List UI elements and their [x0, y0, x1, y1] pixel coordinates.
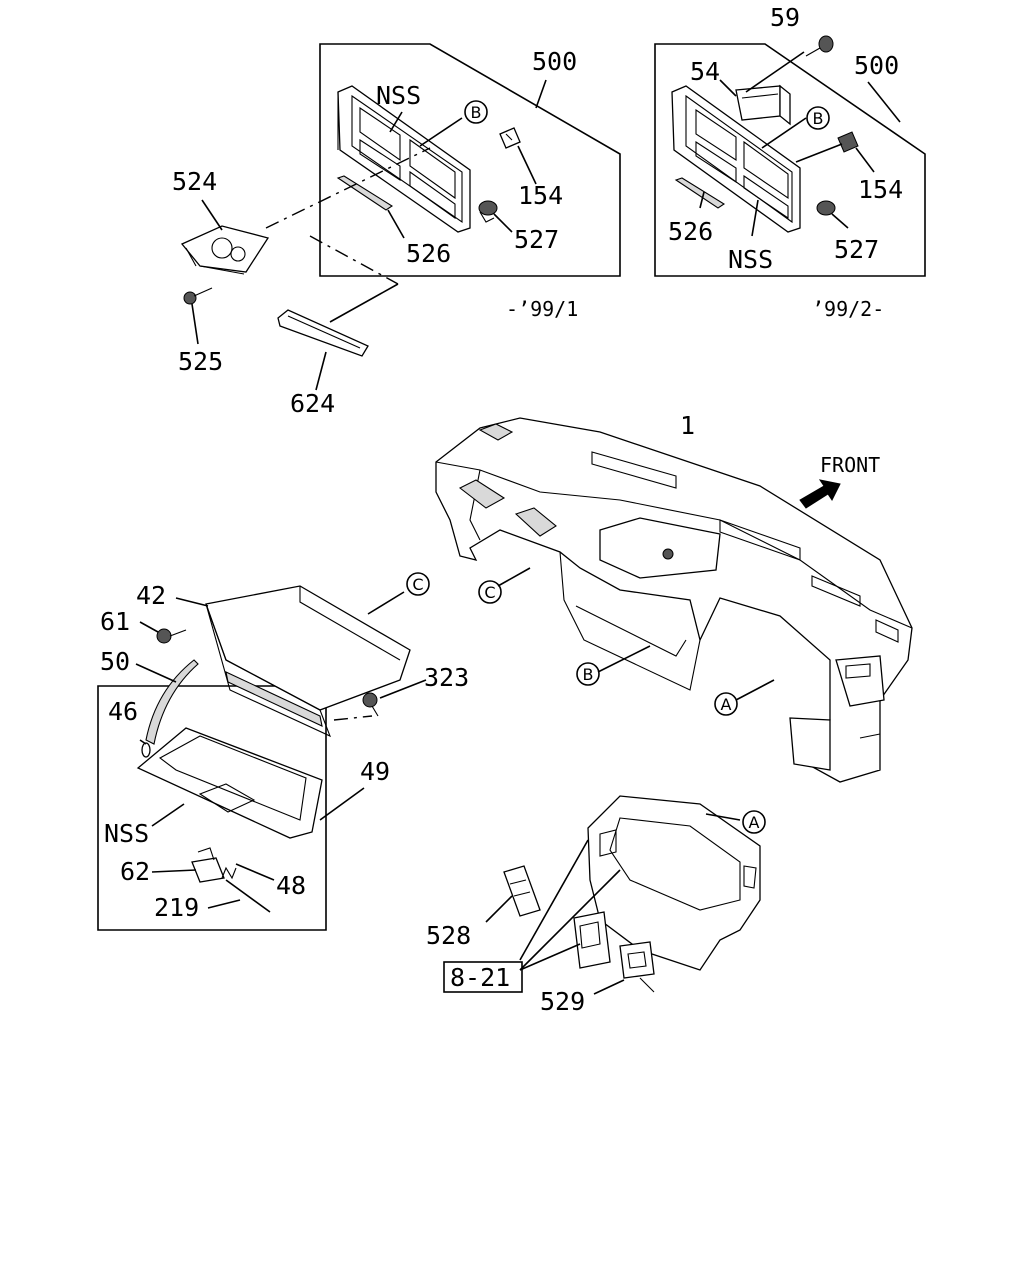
leader-lines-cluster [485, 813, 741, 995]
callout-528: 528 [426, 921, 471, 950]
lock-62 [191, 847, 225, 883]
callout-nss-left: NSS [376, 81, 421, 110]
bezel-54 [735, 84, 791, 126]
callout-529: 529 [540, 987, 585, 1016]
callout-624: 624 [290, 389, 335, 418]
callout-nss-glovebox: NSS [104, 819, 149, 848]
callout-323: 323 [424, 663, 469, 692]
callout-525: 525 [178, 347, 223, 376]
switch-528 [503, 865, 541, 917]
inset-right-frame [654, 43, 926, 277]
leader-lines-glovebox [135, 567, 775, 909]
strip-526-right [674, 177, 726, 209]
front-label: FRONT [820, 453, 880, 477]
callout-48: 48 [276, 871, 306, 900]
center-panel-bracket-right [671, 85, 801, 233]
callout-62: 62 [120, 857, 150, 886]
marker-a-dash-label: A [721, 695, 732, 714]
leader-lines-left-inset [191, 79, 547, 391]
date-range-left: -’99/1 [506, 297, 578, 321]
marker-b-left-label: B [471, 103, 482, 122]
marker-c-dash-label: C [484, 583, 495, 602]
clip-323 [362, 692, 379, 717]
nut-527-left [478, 200, 498, 223]
ref-8-21-label: 8-21 [450, 963, 510, 992]
marker-b-dash-label: B [583, 665, 594, 684]
callout-524: 524 [172, 167, 217, 196]
callout-526-left: 526 [406, 239, 451, 268]
date-range-right: ’99/2- [812, 297, 884, 321]
marker-a-cluster-label: A [749, 813, 760, 832]
marker-b-right-label: B [813, 109, 824, 128]
callout-49: 49 [360, 757, 390, 786]
screw-525 [183, 287, 213, 305]
strip-526-left [336, 175, 394, 211]
marker-b-left: B [464, 100, 488, 124]
clip-154-right [837, 131, 859, 153]
callout-46: 46 [108, 697, 138, 726]
callout-500-right: 500 [854, 51, 899, 80]
bracket-524 [180, 225, 270, 275]
callout-500-left: 500 [532, 47, 577, 76]
callout-61: 61 [100, 607, 130, 636]
rod-219 [225, 879, 271, 913]
clip-154-left [499, 127, 521, 149]
callout-527-right: 527 [834, 235, 879, 264]
switch-assy-8-21 [573, 911, 611, 969]
spring-48 [221, 866, 237, 880]
marker-a-cluster: A [742, 810, 766, 834]
screw-59 [805, 35, 834, 57]
callout-42: 42 [136, 581, 166, 610]
inset-left-frame [319, 43, 621, 277]
marker-c-dash: C [478, 580, 502, 604]
callout-1: 1 [680, 411, 695, 440]
callout-50: 50 [100, 647, 130, 676]
strap-50 [145, 659, 199, 745]
marker-a-dash: A [714, 692, 738, 716]
callout-154-right: 154 [858, 175, 903, 204]
screw-61 [156, 628, 187, 644]
callout-nss-right: NSS [728, 245, 773, 274]
leader-lines-right-inset [699, 51, 901, 237]
nut-527-right [816, 200, 836, 216]
marker-b-right: B [806, 106, 830, 130]
dashboard-panel-1 [435, 417, 913, 783]
ref-box-8-21: 8-21 [443, 961, 523, 993]
callout-59: 59 [770, 3, 800, 32]
switch-529 [619, 941, 655, 993]
marker-c-glovebox-label: C [412, 575, 423, 594]
glovebox-lid-49 [136, 727, 323, 839]
marker-c-glovebox: C [406, 572, 430, 596]
callout-219: 219 [154, 893, 199, 922]
marker-b-dash: B [576, 662, 600, 686]
damper-46 [141, 742, 151, 758]
bezel-624 [277, 309, 369, 357]
center-panel-bracket-left [337, 85, 471, 233]
callout-154-left: 154 [518, 181, 563, 210]
cluster-bezel [587, 795, 761, 971]
callout-54: 54 [690, 57, 720, 86]
callout-527-left: 527 [514, 225, 559, 254]
front-arrow [799, 479, 841, 509]
callout-526-right: 526 [668, 217, 713, 246]
glovebox-housing-42 [205, 585, 411, 738]
